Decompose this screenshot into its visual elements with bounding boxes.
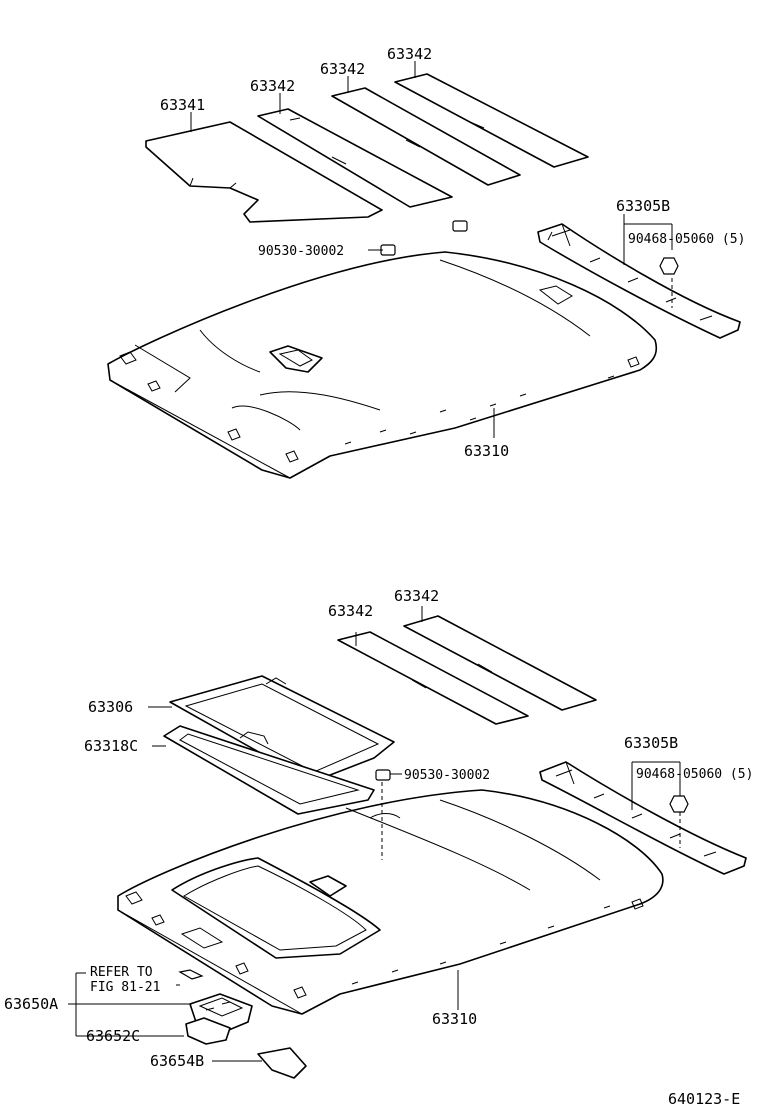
label-63342-b: 63342 [320, 60, 365, 78]
sunroof-opening [171, 857, 381, 959]
label-63341: 63341 [160, 96, 205, 114]
pad-63342-lower-2 [403, 615, 597, 711]
label-90468-upper: 90468-05060 (5) [628, 232, 745, 247]
label-63310-lower: 63310 [432, 1010, 477, 1028]
headlining-63310-upper [107, 251, 658, 479]
handle-recess-upper [269, 345, 323, 373]
label-63342-lower-a: 63342 [328, 602, 373, 620]
label-63342-a: 63342 [250, 77, 295, 95]
handle-recess-lower [309, 875, 347, 897]
connector-refer-fig [178, 969, 204, 980]
footer-code: 640123-E [668, 1090, 740, 1108]
pad-63342-lower-1 [337, 631, 529, 725]
label-90468-lower: 90468-05060 (5) [636, 767, 753, 782]
label-refer-to: REFER TO [90, 965, 153, 980]
pad-63342-3 [394, 73, 589, 168]
label-90530-upper: 90530-30002 [258, 244, 344, 259]
label-63654B: 63654B [150, 1052, 204, 1070]
clip-90468-lower [669, 795, 689, 813]
clip-90530-upper [380, 244, 396, 256]
clip-90468-upper [659, 257, 679, 275]
label-63650A: 63650A [4, 995, 58, 1013]
label-63305B-upper: 63305B [616, 197, 670, 215]
frame-63318C [163, 725, 375, 815]
pad-63342-2 [331, 87, 521, 186]
label-63306: 63306 [88, 698, 133, 716]
label-63342-lower-b: 63342 [394, 587, 439, 605]
label-90530-lower: 90530-30002 [404, 768, 490, 783]
headlining-63310-lower [117, 789, 664, 1015]
lower-assembly [68, 606, 747, 1079]
lamp-lens-63652C [185, 1017, 231, 1045]
label-63342-c: 63342 [387, 45, 432, 63]
trim-63305B-lower [539, 761, 747, 875]
clip-upper-1 [452, 220, 468, 232]
pad-63341 [145, 121, 383, 223]
pad-63342-1 [257, 108, 453, 208]
label-fig-81-21: FIG 81-21 [90, 980, 160, 995]
cover-63654B [257, 1047, 307, 1079]
upper-assembly [107, 61, 741, 479]
trim-63305B-upper [537, 223, 741, 339]
label-63318C: 63318C [84, 737, 138, 755]
label-63310-upper: 63310 [464, 442, 509, 460]
label-63652C: 63652C [86, 1027, 140, 1045]
part-labels: 63341 63342 63342 63342 90530-30002 6330… [4, 45, 753, 1108]
clip-90530-lower [375, 769, 391, 781]
label-63305B-lower: 63305B [624, 734, 678, 752]
